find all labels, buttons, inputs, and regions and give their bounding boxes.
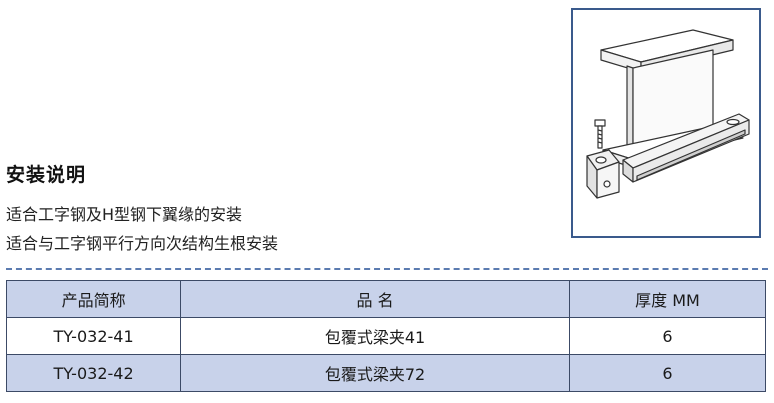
table-header-row: 产品简称 品 名 厚度 MM [5, 280, 767, 318]
beam-clamp-diagram-icon [586, 29, 750, 199]
table-row: TY-032-42 包覆式梁夹72 6 [5, 354, 767, 392]
header-product-name: 品 名 [180, 280, 570, 318]
table-row: TY-032-41 包覆式梁夹41 6 [5, 317, 767, 355]
description-line-1: 适合工字钢及H型钢下翼缘的安装 [6, 205, 243, 224]
header-thickness: 厚度 MM [568, 280, 767, 318]
installation-illustration [571, 8, 761, 238]
cell-product-name: 包覆式梁夹72 [180, 354, 570, 392]
header-product-code: 产品简称 [5, 280, 182, 318]
cell-product-name: 包覆式梁夹41 [180, 317, 570, 355]
cell-product-code: TY-032-41 [5, 317, 182, 355]
description-line-2: 适合与工字钢平行方向次结构生根安装 [6, 234, 279, 253]
section-title: 安装说明 [6, 164, 87, 186]
spec-table: 产品简称 品 名 厚度 MM TY-032-41 包覆式梁夹41 6 TY-03… [5, 280, 767, 392]
cell-product-code: TY-032-42 [5, 354, 182, 392]
cell-thickness: 6 [568, 317, 767, 355]
cell-thickness: 6 [568, 354, 767, 392]
dashed-divider [6, 268, 768, 270]
